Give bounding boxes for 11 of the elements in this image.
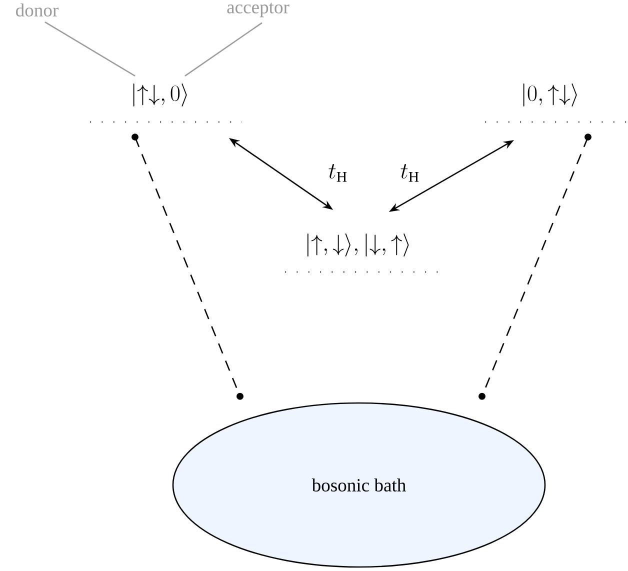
- edge-label: $t_\mathrm{H}$: [398, 162, 422, 184]
- leader-line: [184, 22, 262, 76]
- state-label: $|{\uparrow}, {\downarrow}\rangle, |{\downarrow}, {\uparrow}\rangle$: [307, 234, 409, 256]
- label-text: donor: [16, 3, 58, 17]
- coupling-line: [478, 134, 592, 400]
- label-text: acceptor: [227, 2, 290, 18]
- state-label: $|0, {\uparrow}{\downarrow}\rangle$: [523, 84, 577, 106]
- leader-line: [44, 22, 136, 77]
- state-label: $|{\uparrow}{\downarrow}, 0\rangle$: [133, 84, 187, 106]
- edge-label: $t_\mathrm{H}$: [326, 162, 350, 184]
- coupling-line: [132, 134, 244, 400]
